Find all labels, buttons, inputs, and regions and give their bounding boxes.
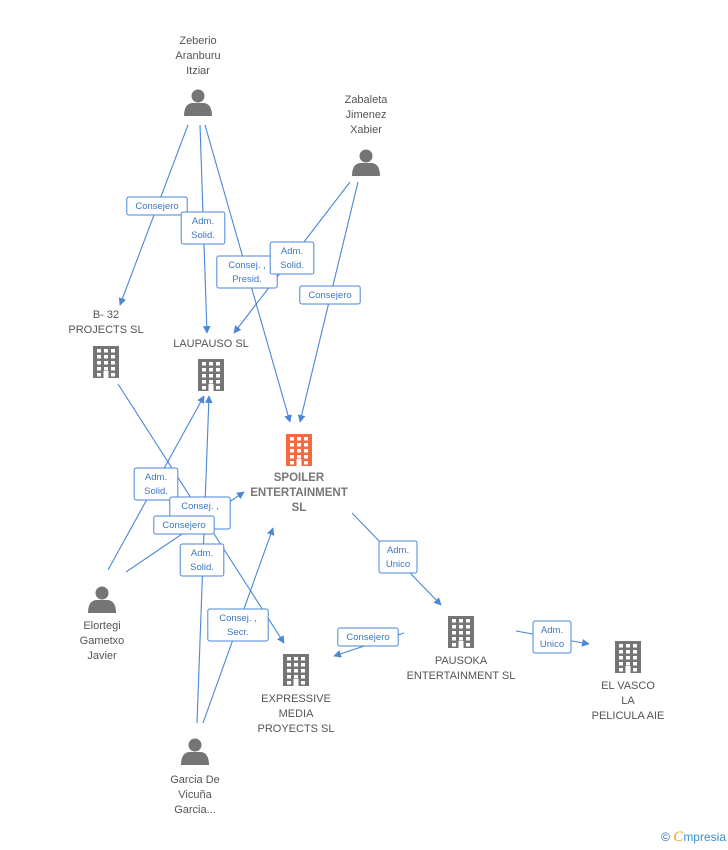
role-text: Solid.: [144, 486, 168, 497]
node-label-zeberio: Itziar: [186, 65, 210, 77]
node-label-b32: PROJECTS SL: [68, 324, 143, 336]
node-elvasco[interactable]: EL VASCO LA PELICULA AIE: [592, 641, 665, 722]
role-badge: Adm. Unico: [378, 540, 418, 574]
node-label-b32: B- 32: [93, 309, 119, 321]
node-label-spoiler: ENTERTAINMENT: [250, 487, 348, 499]
role-text: Consejero: [162, 520, 205, 531]
node-b32[interactable]: B- 32 PROJECTS SL: [68, 309, 144, 378]
role-badge: Consejero: [126, 196, 188, 216]
role-badge: Adm. Unico: [532, 620, 572, 654]
building-icon: [615, 641, 641, 673]
node-label-pausoka: PAUSOKA: [435, 655, 488, 667]
role-text: Solid.: [191, 230, 215, 241]
node-label-garcia: Garcia De: [170, 774, 220, 786]
node-garcia[interactable]: Garcia De VicuñaGarcia...: [170, 738, 220, 817]
role-text: Unico: [386, 559, 410, 570]
node-label-zeberio: Aranburu: [175, 50, 220, 62]
node-label-garcia: Vicuña: [178, 789, 212, 801]
node-label-expressive: MEDIA: [279, 708, 315, 720]
role-text: Adm.: [192, 216, 214, 227]
node-label-pausoka: ENTERTAINMENT SL: [407, 670, 516, 682]
person-icon: [352, 149, 380, 176]
node-label-laupauso: LAUPAUSO SL: [173, 338, 249, 350]
role-text: Consej. ,: [181, 501, 219, 512]
role-text: Consejero: [346, 632, 389, 643]
node-label-spoiler: SPOILER: [274, 472, 325, 484]
role-text: Presid.: [232, 274, 262, 285]
role-text: Solid.: [190, 562, 214, 573]
building-icon: [286, 434, 312, 466]
person-icon: [184, 89, 212, 116]
empresia-logo: © Cmpresia: [661, 829, 726, 846]
role-badge: Consej. , Secr.: [207, 608, 269, 642]
node-label-expressive: EXPRESSIVE: [261, 693, 331, 705]
role-text: Consejero: [308, 290, 351, 301]
building-icon: [198, 359, 224, 391]
node-expressive[interactable]: EXPRESSIVE MEDIA PROYECTS SL: [257, 654, 335, 735]
node-label-elvasco: PELICULA AIE: [592, 710, 665, 722]
node-label-elortegi: Gametxo: [80, 635, 125, 647]
role-badge: Adm. Solid.: [180, 211, 226, 245]
role-text: Consej. ,: [228, 260, 266, 271]
role-text: Unico: [540, 639, 564, 650]
role-text: Adm.: [387, 545, 409, 556]
node-label-zabaleta: Xabier: [350, 124, 382, 136]
person-icon: [181, 738, 209, 765]
role-badge: Consejero: [299, 285, 361, 305]
role-text: Adm.: [281, 246, 303, 257]
node-spoiler[interactable]: SPOILER ENTERTAINMENT SL: [250, 434, 348, 514]
role-text: Secr.: [227, 627, 249, 638]
role-badge: Adm. Solid.: [179, 543, 225, 577]
node-label-elortegi: Javier: [87, 650, 117, 662]
role-text: Adm.: [191, 548, 213, 559]
node-label-garcia: Garcia...: [174, 804, 216, 816]
role-text: Consejero: [135, 201, 178, 212]
node-label-elortegi: Elortegi: [83, 620, 120, 632]
node-label-spoiler: SL: [292, 502, 307, 514]
person-icon: [88, 586, 116, 613]
role-badge: Consej. , Presid.: [216, 255, 278, 289]
node-label-zabaleta: Zabaleta: [345, 94, 389, 106]
role-text: Adm.: [145, 472, 167, 483]
node-label-zabaleta: Jimenez: [346, 109, 387, 121]
role-text: Adm.: [541, 625, 563, 636]
role-text: Consej. ,: [219, 613, 257, 624]
role-badge: Consejero: [153, 515, 215, 535]
role-text: Solid.: [280, 260, 304, 271]
role-badge: Adm. Solid.: [269, 241, 315, 275]
node-pausoka[interactable]: PAUSOKA ENTERTAINMENT SL: [407, 616, 516, 682]
building-icon: [93, 346, 119, 378]
role-badge: Adm. Solid.: [133, 467, 179, 501]
brand-name: mpresia: [683, 830, 726, 844]
node-label-zeberio: Zeberio: [179, 35, 216, 47]
node-label-elvasco: LA: [621, 695, 635, 707]
brand-initial: C: [673, 829, 684, 845]
building-icon: [283, 654, 309, 686]
role-badge: Consejero: [337, 627, 399, 647]
building-icon: [448, 616, 474, 648]
node-label-expressive: PROYECTS SL: [257, 723, 334, 735]
node-laupauso[interactable]: LAUPAUSO SL: [173, 338, 249, 391]
copyright-symbol: ©: [661, 830, 670, 844]
node-label-elvasco: EL VASCO: [601, 680, 655, 692]
